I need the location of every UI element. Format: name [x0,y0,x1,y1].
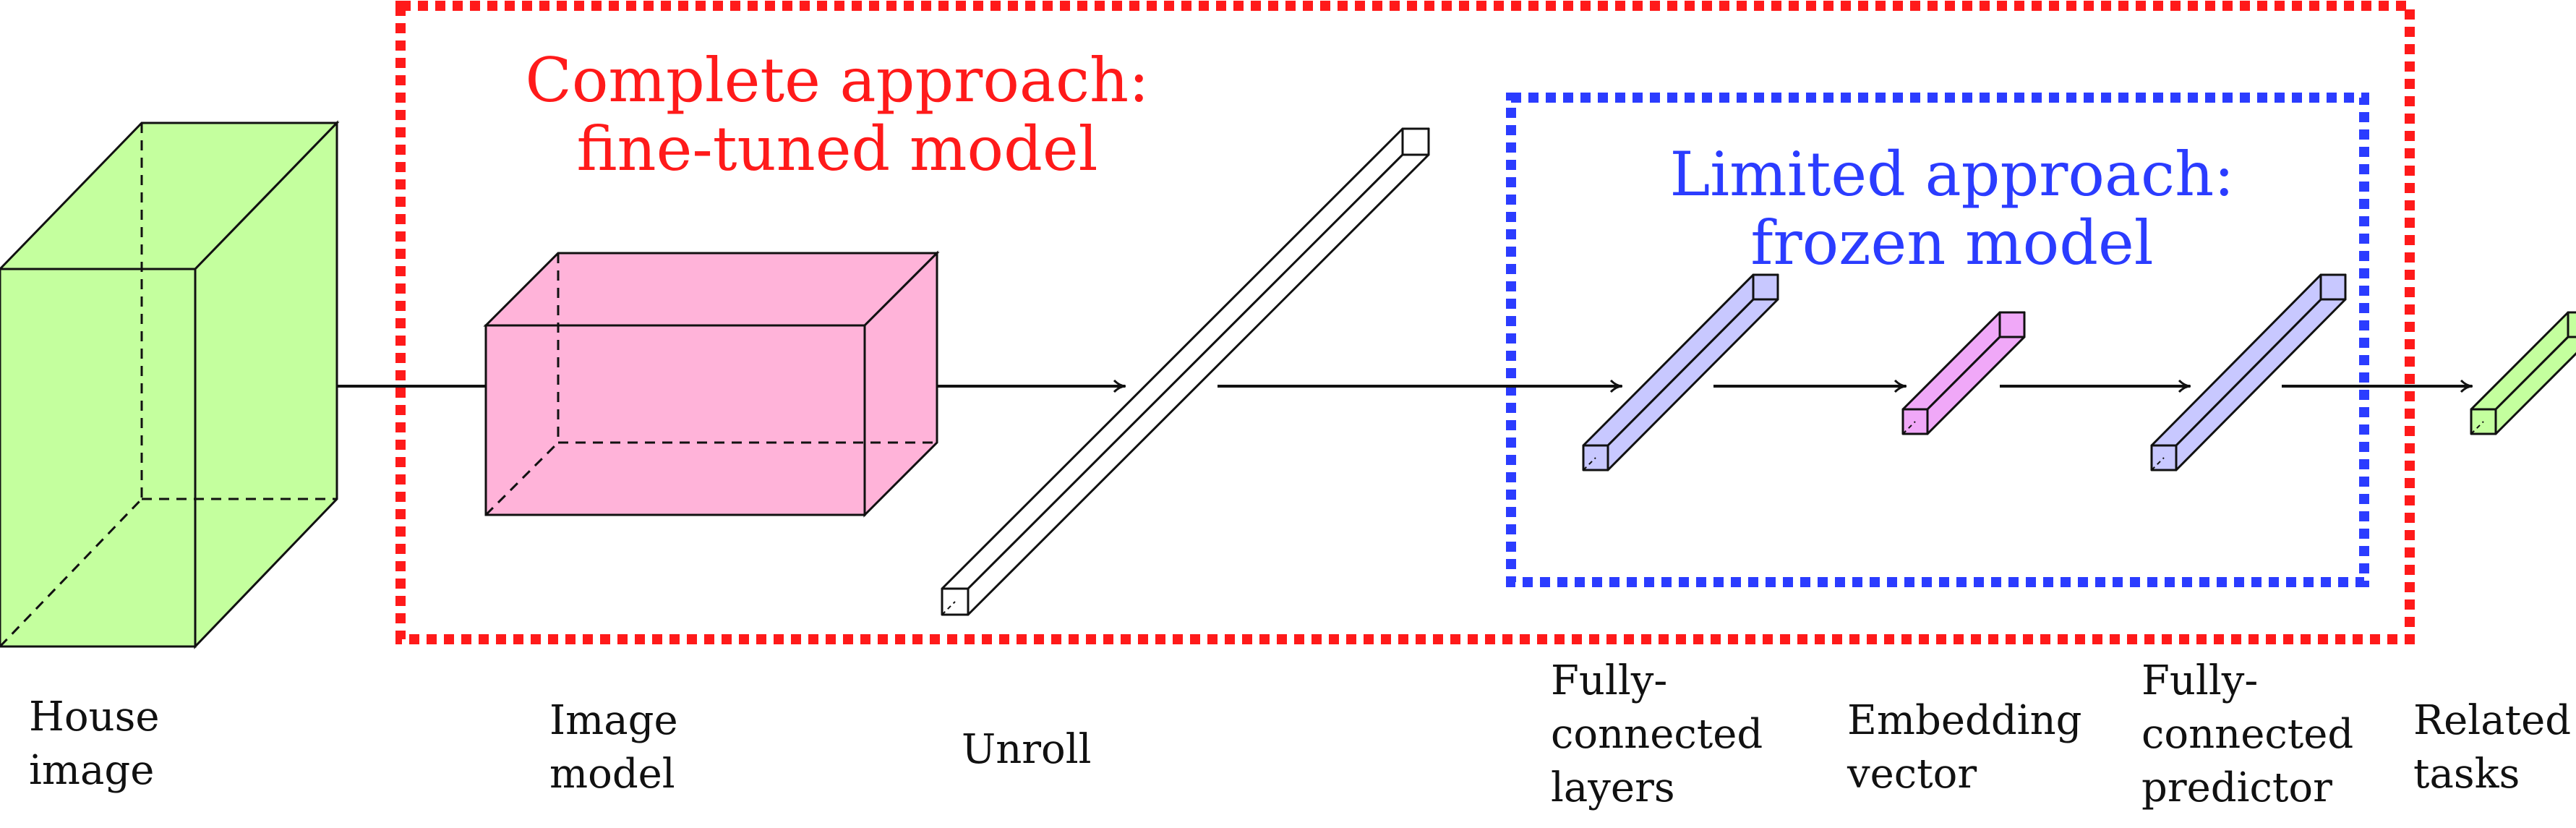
complete-approach-box [395,1,2415,644]
caption-house-line1: House [29,693,160,740]
caption-fc-predictor-line2: connected [2141,711,2353,758]
caption-unroll-line1: Unroll [962,726,1092,773]
house-image-cuboid [0,120,340,649]
caption-fc-layers-line1: Fully- [1551,657,1667,704]
limited-approach-box [1506,93,2369,587]
caption-fc-predictor-line3: predictor [2141,764,2332,811]
limited-approach-title-line2: frozen model [1750,208,2153,278]
complete-approach-title-line2: fine-tuned model [577,114,1098,184]
embedding-vector-bar [1901,311,2026,435]
captions: House image Image model Unroll Fully-connecte… [29,657,2571,811]
caption-related-line1: Related [2413,697,2571,744]
caption-related-line2: tasks [2413,751,2520,798]
caption-fc-layers-line2: connected [1551,711,1763,758]
complete-approach-title-line1: Complete approach: [526,45,1150,116]
caption-embedding-line1: Embedding [1847,697,2082,744]
caption-fc-predictor-line1: Fully- [2141,657,2258,704]
image-model-cuboid [483,250,940,518]
caption-embedding-line2: vector [1847,751,1977,798]
limited-approach-title-line1: Limited approach: [1670,139,2235,210]
caption-image-model-line1: Image [549,697,678,744]
fc-layers-bar [1582,273,1779,471]
layer-bars [941,127,2576,616]
fc-predictor-bar [2150,273,2347,471]
related-tasks-bar [2470,311,2576,435]
caption-image-model-line2: model [549,751,675,798]
caption-fc-layers-line3: layers [1551,764,1675,811]
caption-house-line2: image [29,747,154,794]
unroll-bar [941,127,1430,616]
